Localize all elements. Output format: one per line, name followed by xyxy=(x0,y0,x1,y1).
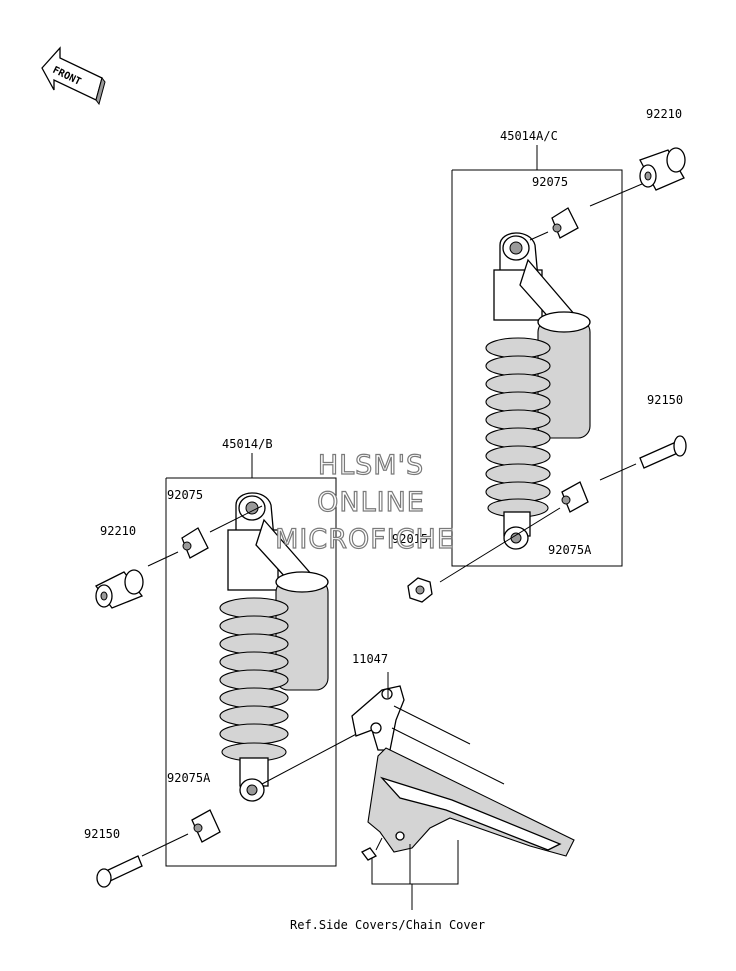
shock-absorber-left xyxy=(219,492,329,802)
label-collar-left: 92210 xyxy=(100,524,137,538)
spring-coils-left xyxy=(219,597,289,762)
nut-icon xyxy=(407,577,433,603)
label-bolt-left: 92150 xyxy=(84,827,121,841)
bolt-right xyxy=(639,435,687,469)
bushing-right-top xyxy=(551,207,579,239)
spring-coils-right xyxy=(485,337,551,518)
shock-absorber-right xyxy=(485,232,591,550)
label-bolt-right: 92150 xyxy=(647,393,684,407)
chain-cover-reference xyxy=(361,747,575,861)
bushing-left-upper xyxy=(181,527,209,559)
label-assy-rear: 45014A/C xyxy=(500,129,558,143)
watermark-line-1: HLSM'S xyxy=(317,450,425,481)
label-bushing-left-upper: 92075 xyxy=(167,488,204,502)
bushing-left-lower xyxy=(191,809,221,843)
bolt-left xyxy=(96,855,143,888)
collar-left xyxy=(95,569,144,609)
watermark-line-3: MICROFICHE xyxy=(274,524,455,555)
label-nut: 92015 xyxy=(392,532,429,546)
bracket-11047 xyxy=(351,685,405,751)
label-bracket: 11047 xyxy=(352,652,389,666)
label-reference: Ref.Side Covers/Chain Cover xyxy=(290,918,486,932)
rear-assy-bracket xyxy=(451,169,623,567)
label-collar-top-right: 92210 xyxy=(646,107,683,121)
collar-right-top xyxy=(639,147,686,191)
label-bushing-lower-right: 92075A xyxy=(548,543,592,557)
bushing-right-lower xyxy=(561,481,589,513)
front-assy-bracket xyxy=(165,477,337,867)
label-assy-front: 45014/B xyxy=(222,437,273,451)
label-bushing-left-lower: 92075A xyxy=(167,771,211,785)
watermark-line-2: ONLINE xyxy=(317,487,425,518)
label-bushing-top-right: 92075 xyxy=(532,175,569,189)
front-arrow-icon: FRONT xyxy=(41,46,106,106)
